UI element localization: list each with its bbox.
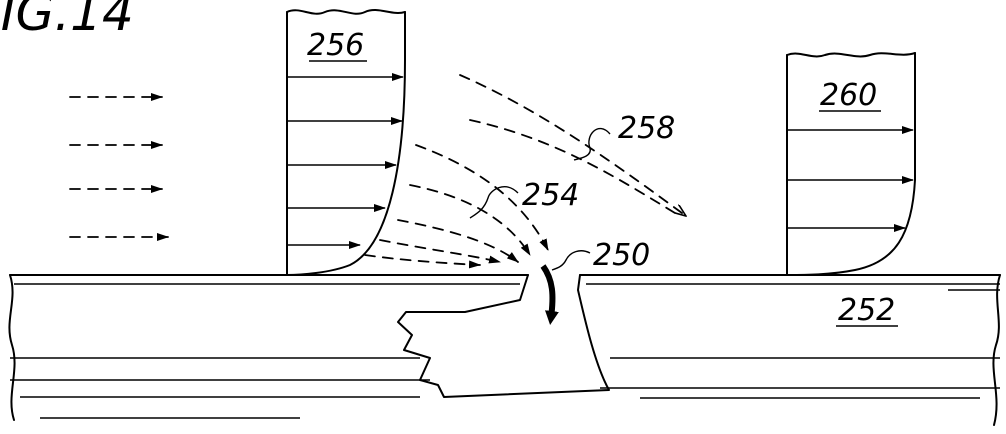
velocity-profile-right <box>786 52 916 276</box>
label-260: 260 <box>820 78 877 113</box>
incoming-flow-arrows <box>69 93 169 241</box>
leader-lines <box>469 127 611 271</box>
velocity-profile-left <box>286 9 406 276</box>
crack-cavity <box>397 274 610 398</box>
crack-flow-arrow <box>540 264 559 325</box>
label-256: 256 <box>307 28 364 63</box>
label-252: 252 <box>838 293 895 328</box>
label-258: 258 <box>618 111 675 146</box>
label-254: 254 <box>522 178 579 213</box>
flow-lines-254 <box>364 144 549 269</box>
label-250: 250 <box>593 238 650 273</box>
substrate <box>8 274 1001 426</box>
flow-lines-258 <box>459 74 686 216</box>
figure-title: FIG.14 <box>0 0 134 42</box>
